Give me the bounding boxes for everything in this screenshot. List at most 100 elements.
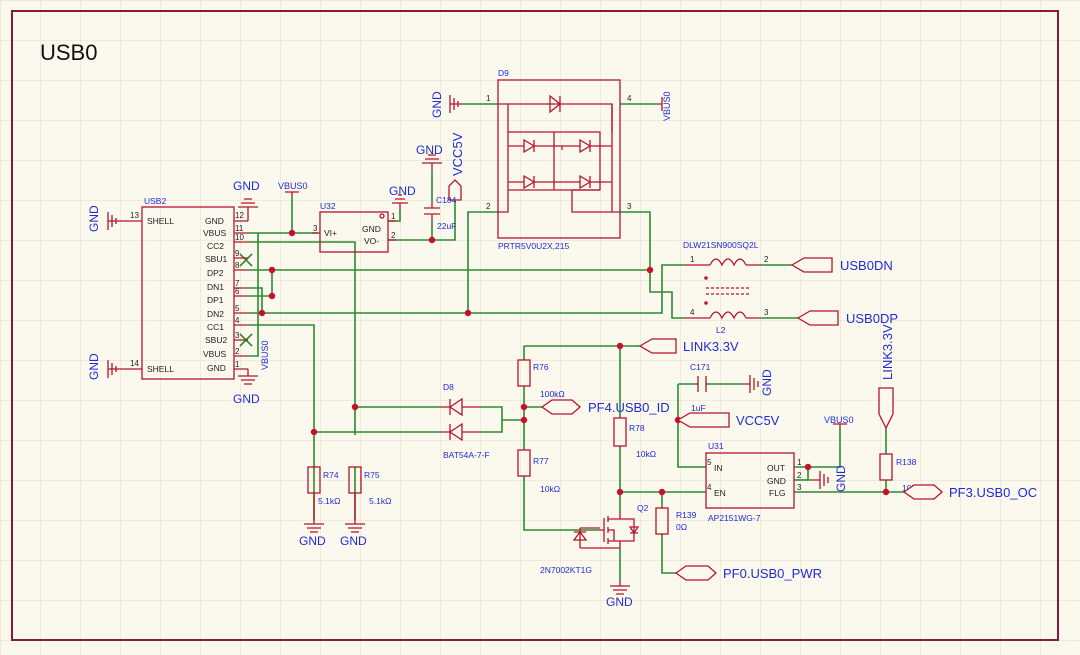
svg-text:1: 1	[235, 360, 240, 369]
svg-text:2N7002KT1G: 2N7002KT1G	[540, 565, 592, 575]
svg-text:13: 13	[130, 211, 139, 220]
svg-text:VBUS: VBUS	[203, 228, 226, 238]
svg-text:OUT: OUT	[767, 463, 785, 473]
svg-text:BAT54A-7-F: BAT54A-7-F	[443, 450, 490, 460]
svg-text:5: 5	[707, 458, 712, 467]
svg-text:6: 6	[235, 287, 240, 296]
svg-text:3: 3	[764, 308, 769, 317]
svg-text:DP1: DP1	[207, 295, 224, 305]
svg-text:VBUS: VBUS	[203, 349, 226, 359]
dual-diode-d8[interactable]: D8 BAT54A-7-F	[440, 382, 490, 460]
svg-text:GND: GND	[606, 595, 633, 609]
svg-text:12: 12	[235, 211, 244, 220]
svg-text:1: 1	[690, 255, 695, 264]
gnd-symbol-u32: GND	[389, 184, 416, 210]
port-link33-r138[interactable]: LINK3.3V	[878, 324, 895, 430]
svg-text:10kΩ: 10kΩ	[636, 449, 656, 459]
capacitor-c171[interactable]: C171 1uF	[690, 362, 711, 413]
resistor-r74[interactable]: R74 5.1kΩ	[307, 466, 340, 520]
svg-text:GND: GND	[205, 216, 224, 226]
sheet-title: USB0	[40, 40, 97, 65]
svg-text:9: 9	[235, 249, 240, 258]
svg-text:U31: U31	[708, 441, 724, 451]
svg-text:R138: R138	[896, 457, 917, 467]
u32-regulator[interactable]: U32 3 1 2 VI+ GND VO-	[312, 201, 396, 253]
svg-text:10kΩ: 10kΩ	[540, 484, 560, 494]
svg-text:4: 4	[690, 308, 695, 317]
svg-text:AP2151WG-7: AP2151WG-7	[708, 513, 761, 523]
svg-text:5.1kΩ: 5.1kΩ	[369, 496, 391, 506]
svg-text:4: 4	[707, 483, 712, 492]
common-mode-choke-l2[interactable]: DLW21SN900SQ2L L2 1 2 4 3	[683, 240, 769, 335]
port-vcc5v-u31[interactable]: VCC5V	[676, 412, 780, 428]
svg-text:PF4.USB0_ID: PF4.USB0_ID	[588, 400, 670, 415]
svg-text:R75: R75	[364, 470, 380, 480]
gnd-symbol-d9: GND	[430, 91, 462, 118]
power-switch-u31[interactable]: U31 AP2151WG-7 5 4 1 2 3 IN EN OUT GND F…	[705, 441, 802, 523]
svg-text:CC2: CC2	[207, 241, 224, 251]
resistor-r77[interactable]: R77 10kΩ	[517, 449, 560, 494]
svg-text:GND: GND	[87, 205, 101, 232]
svg-text:R139: R139	[676, 510, 697, 520]
svg-text:GND: GND	[362, 224, 381, 234]
svg-text:U32: U32	[320, 201, 336, 211]
svg-text:R76: R76	[533, 362, 549, 372]
svg-text:R77: R77	[533, 456, 549, 466]
port-pf4-usb0-id[interactable]: PF4.USB0_ID	[540, 399, 670, 415]
svg-text:3: 3	[797, 483, 802, 492]
svg-text:VCC5V: VCC5V	[736, 413, 780, 428]
resistor-r75[interactable]: R75 5.1kΩ	[348, 466, 391, 520]
svg-text:GND: GND	[834, 465, 848, 492]
svg-text:2: 2	[486, 202, 491, 211]
svg-text:22uF: 22uF	[437, 221, 456, 231]
svg-text:14: 14	[130, 359, 139, 368]
svg-text:1uF: 1uF	[691, 403, 706, 413]
gnd-symbol-r75: GND	[340, 520, 367, 548]
svg-text:VO-: VO-	[364, 236, 379, 246]
svg-text:VBUS0: VBUS0	[824, 415, 854, 425]
svg-text:FLG: FLG	[769, 488, 786, 498]
svg-text:L2: L2	[716, 325, 726, 335]
resistor-r78[interactable]: R78 10kΩ	[613, 417, 656, 459]
gnd-symbol-usb2-top: GND	[233, 179, 260, 221]
svg-text:5: 5	[235, 304, 240, 313]
svg-text:SBU2: SBU2	[205, 335, 227, 345]
svg-text:GND: GND	[233, 392, 260, 406]
svg-text:3: 3	[313, 224, 318, 233]
gnd-symbol-c171: GND	[742, 369, 774, 396]
mosfet-q2[interactable]: Q2 2N7002KT1G	[540, 503, 649, 575]
capacitor-c184[interactable]: C184 22uF	[424, 195, 457, 231]
port-link33-top[interactable]: LINK3.3V	[638, 338, 739, 354]
usb2-designator: USB2	[144, 196, 166, 206]
port-usb0dn[interactable]: USB0DN	[790, 257, 893, 273]
svg-text:GND: GND	[340, 534, 367, 548]
svg-text:VBUS0: VBUS0	[278, 181, 308, 191]
svg-text:IN: IN	[714, 463, 723, 473]
svg-text:USB0DP: USB0DP	[846, 311, 898, 326]
svg-text:R78: R78	[629, 423, 645, 433]
svg-text:2: 2	[797, 471, 802, 480]
svg-text:C184: C184	[436, 195, 457, 205]
usb-connector-usb2[interactable]: USB2 13 14 SHELL SHELL 12 11 10 9 8 7 6 …	[120, 196, 248, 380]
svg-text:3: 3	[627, 202, 632, 211]
tvs-array-d9[interactable]: D9 PRTR5V0U2X,215 1 4 2 3	[486, 68, 632, 251]
svg-text:3: 3	[235, 331, 240, 340]
svg-text:USB0DN: USB0DN	[840, 258, 893, 273]
svg-text:D9: D9	[498, 68, 509, 78]
svg-text:PRTR5V0U2X,215: PRTR5V0U2X,215	[498, 241, 569, 251]
port-pf0-usb0-pwr[interactable]: PF0.USB0_PWR	[674, 565, 822, 581]
svg-text:C171: C171	[690, 362, 711, 372]
svg-text:GND: GND	[389, 184, 416, 198]
svg-text:1: 1	[391, 212, 396, 221]
resistor-r139[interactable]: R139 0Ω	[655, 507, 697, 535]
port-usb0dp[interactable]: USB0DP	[796, 310, 898, 326]
port-pf3-usb0-oc[interactable]: PF3.USB0_OC	[902, 484, 1037, 500]
svg-text:DLW21SN900SQ2L: DLW21SN900SQ2L	[683, 240, 759, 250]
svg-text:LINK3.3V: LINK3.3V	[683, 339, 739, 354]
resistor-r76[interactable]: R76 100kΩ	[517, 359, 565, 399]
gnd-symbol-u31: GND	[812, 465, 848, 492]
svg-text:100kΩ: 100kΩ	[540, 389, 565, 399]
svg-text:5.1kΩ: 5.1kΩ	[318, 496, 340, 506]
vbus0-symbol-u31: VBUS0	[824, 415, 854, 427]
